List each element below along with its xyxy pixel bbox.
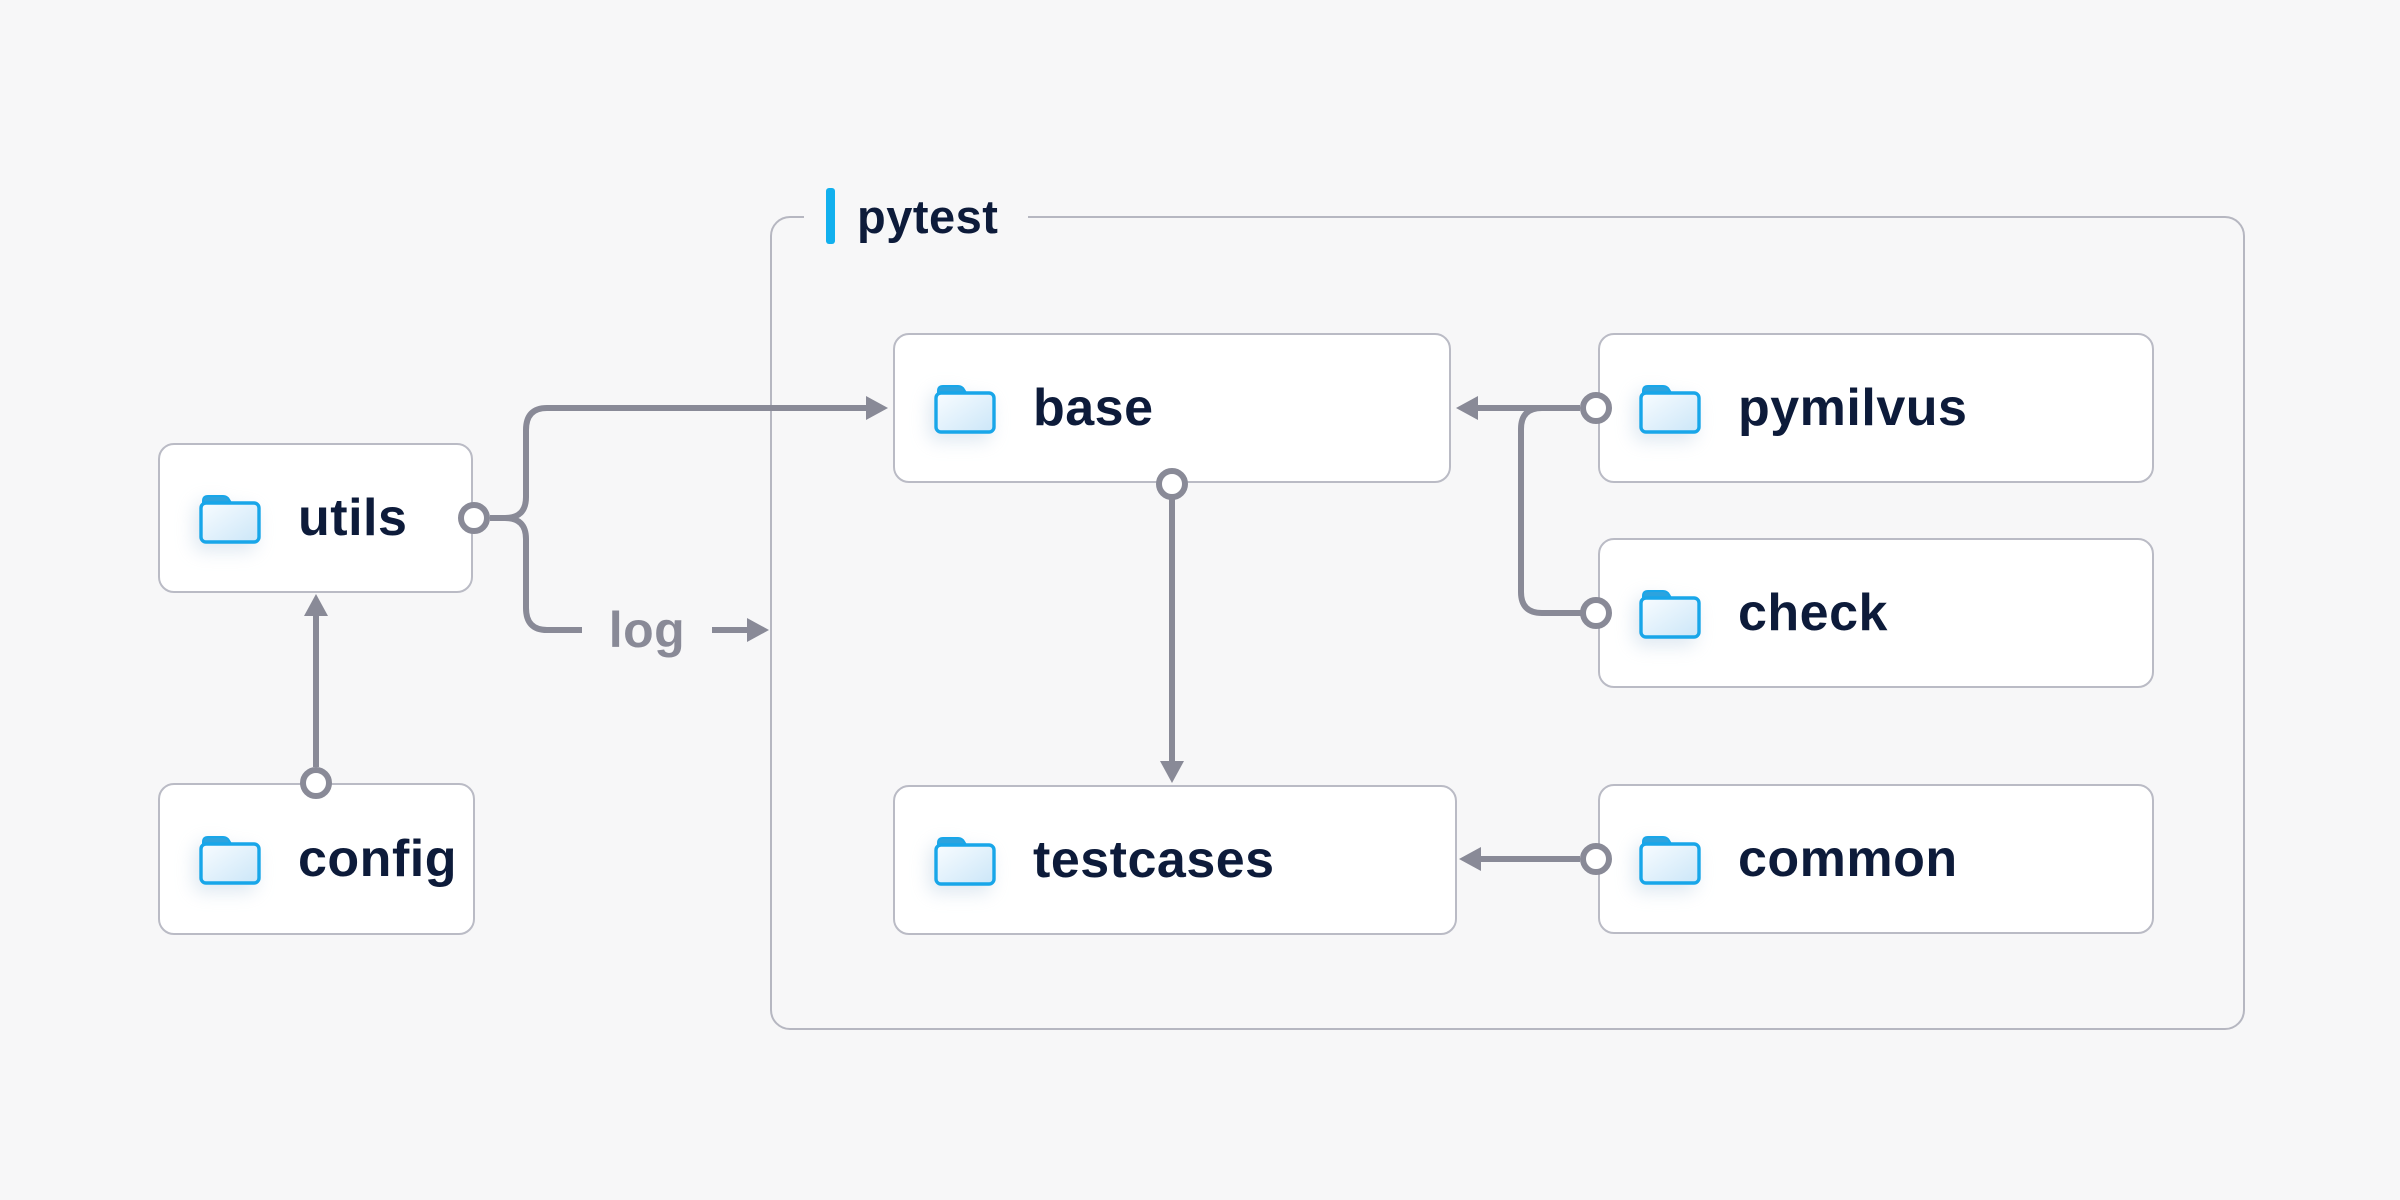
node-check: check <box>1598 538 2154 688</box>
pytest-group-box <box>770 216 2245 1030</box>
node-config: config <box>158 783 475 935</box>
node-label: utils <box>298 489 408 547</box>
node-label: base <box>1033 379 1154 437</box>
accent-bar <box>826 188 835 244</box>
node-label: config <box>298 830 457 888</box>
node-label: common <box>1738 830 1958 888</box>
folder-icon <box>1639 590 1701 639</box>
node-common: common <box>1598 784 2154 934</box>
pytest-group-title: pytest <box>857 189 999 243</box>
edge-config-utils <box>300 594 332 799</box>
log-edge-label: log <box>608 602 686 658</box>
node-label: testcases <box>1033 831 1275 889</box>
node-base: base <box>893 333 1451 483</box>
folder-icon <box>199 495 261 544</box>
node-label: pymilvus <box>1738 379 1968 437</box>
folder-icon <box>1639 836 1701 885</box>
node-label: check <box>1738 584 1888 642</box>
pytest-group-label: pytest <box>804 186 1029 246</box>
folder-icon <box>199 836 261 885</box>
folder-icon <box>934 837 996 886</box>
folder-icon <box>1639 385 1701 434</box>
node-pymilvus: pymilvus <box>1598 333 2154 483</box>
node-testcases: testcases <box>893 785 1457 935</box>
folder-icon <box>934 385 996 434</box>
node-utils: utils <box>158 443 473 593</box>
